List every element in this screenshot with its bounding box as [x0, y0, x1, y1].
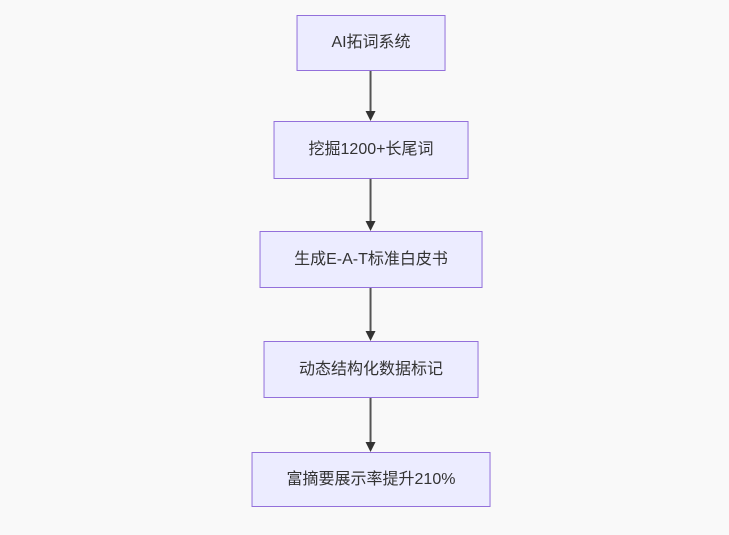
edge-line	[370, 398, 372, 442]
flowchart: AI拓词系统 挖掘1200+长尾词 生成E-A-T标准白皮书 动态结构化数据标记	[251, 15, 491, 507]
edge-line	[370, 71, 372, 111]
flow-edge-3	[365, 288, 377, 341]
flow-edge-2	[365, 179, 377, 231]
arrowhead-down-icon	[366, 331, 376, 341]
flow-node-rich-snippet-result: 富摘要展示率提升210%	[251, 452, 491, 507]
flow-node-eat-whitepaper: 生成E-A-T标准白皮书	[259, 231, 483, 288]
flow-node-label: 挖掘1200+长尾词	[308, 141, 434, 159]
flow-edge-4	[365, 398, 377, 452]
arrowhead-down-icon	[366, 221, 376, 231]
flow-node-label: AI拓词系统	[331, 34, 411, 52]
flow-edge-1	[365, 71, 377, 121]
flow-node-ai-word-expansion: AI拓词系统	[296, 15, 446, 71]
arrowhead-down-icon	[366, 111, 376, 121]
flow-node-structured-data-markup: 动态结构化数据标记	[263, 341, 479, 398]
flow-node-longtail-mining: 挖掘1200+长尾词	[273, 121, 469, 179]
edge-line	[370, 179, 372, 221]
flow-node-label: 富摘要展示率提升210%	[286, 470, 456, 488]
flow-node-label: 生成E-A-T标准白皮书	[294, 250, 448, 268]
flow-node-label: 动态结构化数据标记	[298, 360, 443, 378]
edge-line	[370, 288, 372, 331]
arrowhead-down-icon	[366, 442, 376, 452]
